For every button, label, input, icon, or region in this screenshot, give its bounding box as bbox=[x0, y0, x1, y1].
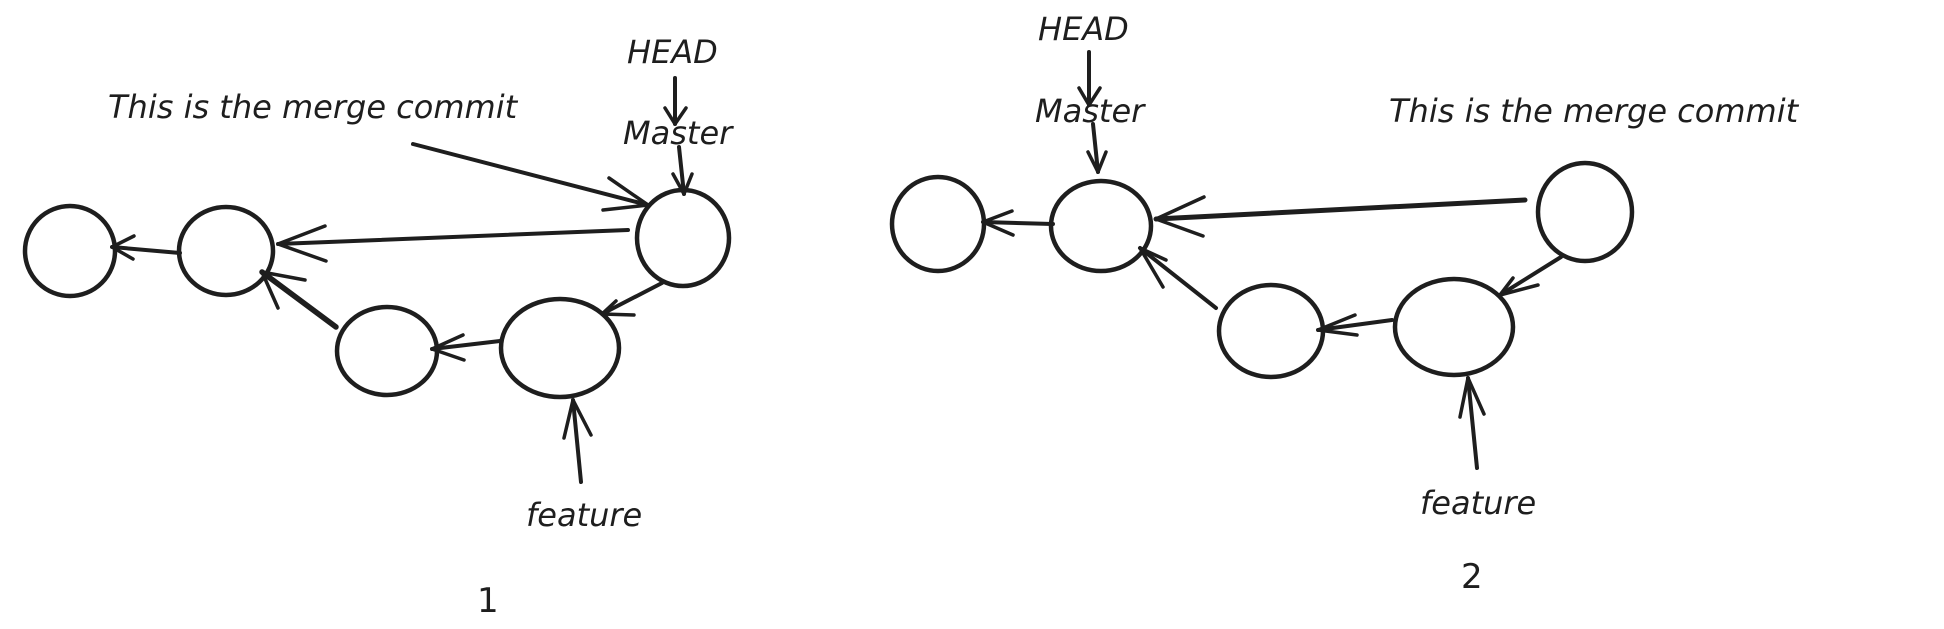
edge-arrow bbox=[1316, 313, 1394, 337]
master-pointer-arrow bbox=[671, 145, 694, 196]
diagram-2: HEAD Master This is the merge commit fea… bbox=[889, 10, 1800, 597]
commit-node bbox=[1392, 276, 1516, 378]
diagram-number: 1 bbox=[477, 581, 499, 621]
commit-node bbox=[1216, 282, 1326, 380]
edge-arrow bbox=[276, 224, 630, 263]
commit-node bbox=[889, 174, 987, 274]
edge-arrow bbox=[1138, 246, 1218, 310]
merge-commit-node bbox=[634, 187, 732, 289]
edge-arrow bbox=[430, 333, 502, 362]
commit-node bbox=[1048, 178, 1154, 274]
master-label: Master bbox=[1035, 92, 1146, 130]
diagram-1: HEAD Master This is the merge commit fea… bbox=[22, 33, 734, 621]
master-label: Master bbox=[623, 114, 734, 152]
edge-arrow bbox=[1498, 255, 1563, 297]
feature-label: feature bbox=[1420, 484, 1536, 522]
edge-arrow bbox=[600, 281, 664, 317]
head-pointer-arrow bbox=[663, 76, 688, 126]
feature-label: feature bbox=[526, 496, 642, 534]
edge-arrow bbox=[981, 209, 1055, 237]
head-pointer-arrow bbox=[1077, 50, 1102, 107]
commit-node bbox=[176, 204, 276, 298]
feature-pointer-arrow bbox=[1458, 376, 1486, 470]
merge-note-pointer-arrow bbox=[411, 142, 650, 212]
merge-commit-note: This is the merge commit bbox=[108, 88, 519, 126]
edge-arrow bbox=[259, 269, 339, 330]
commit-node bbox=[334, 304, 440, 398]
head-label: HEAD bbox=[1038, 10, 1129, 48]
merge-commit-note: This is the merge commit bbox=[1389, 92, 1800, 130]
commit-node bbox=[498, 296, 622, 400]
feature-pointer-arrow bbox=[562, 398, 593, 484]
diagram-number: 2 bbox=[1461, 557, 1483, 597]
edge-arrow bbox=[1153, 195, 1528, 238]
merge-commit-node bbox=[1535, 160, 1635, 264]
edge-arrow bbox=[110, 234, 182, 261]
commit-node bbox=[22, 203, 118, 299]
head-label: HEAD bbox=[627, 33, 718, 71]
master-pointer-arrow bbox=[1086, 122, 1108, 174]
